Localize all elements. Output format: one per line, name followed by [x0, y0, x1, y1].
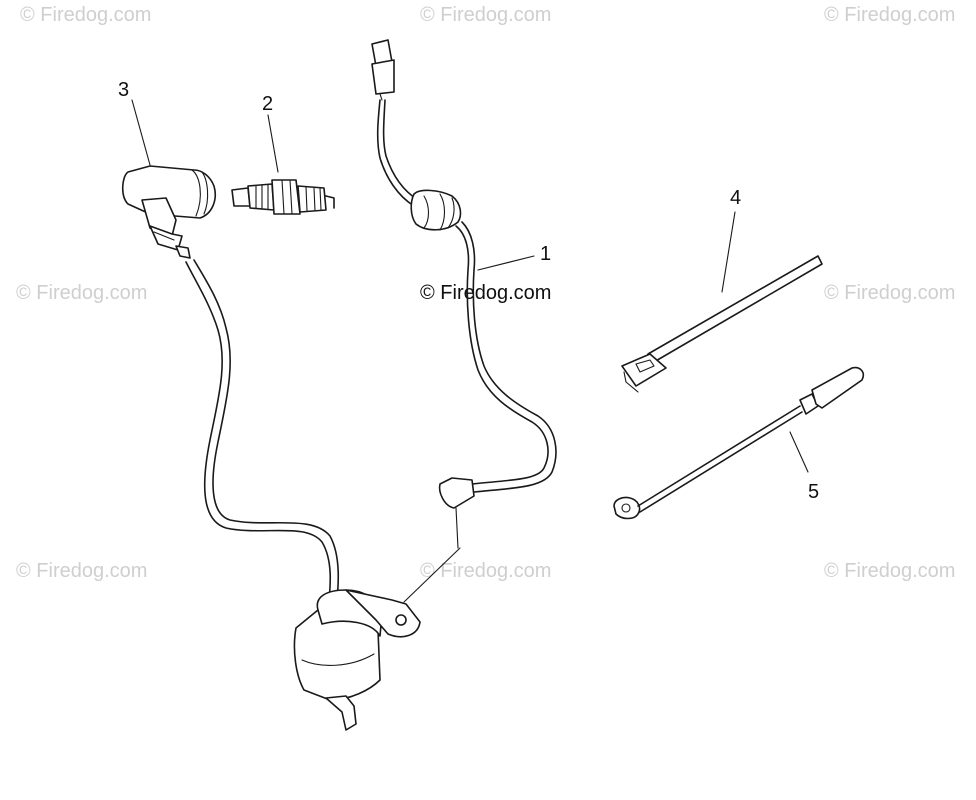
leader-line-3: [131, 99, 151, 166]
watermark-low-right: © Firedog.com: [824, 560, 956, 582]
watermark-mid-left: © Firedog.com: [16, 282, 148, 304]
callout-4: 4: [730, 187, 741, 209]
ignition-coil-wire-harness-icon: [185, 39, 557, 731]
watermark-low-left: © Firedog.com: [16, 560, 148, 582]
leader-line-1: [477, 255, 535, 271]
leader-line-1-coil: [403, 547, 461, 603]
watermark-top-center: © Firedog.com: [420, 4, 552, 26]
callout-1: 1: [540, 243, 551, 265]
callout-5: 5: [808, 481, 819, 503]
cable-tie-icon: [621, 255, 823, 393]
callout-2: 2: [262, 93, 273, 115]
watermark-top-left: © Firedog.com: [20, 4, 152, 26]
watermark-mid-right: © Firedog.com: [824, 282, 956, 304]
leader-line-2: [267, 114, 279, 173]
spark-plug-cap-icon: [121, 165, 216, 259]
leader-line-4: [721, 211, 736, 293]
watermark-low-center: © Firedog.com: [420, 560, 552, 582]
ground-lead-wire-icon: [613, 366, 865, 520]
leader-line-5: [789, 431, 809, 473]
spark-plug-icon: [231, 179, 335, 215]
callout-3: 3: [118, 79, 129, 101]
watermark-center: © Firedog.com: [420, 282, 552, 304]
watermark-top-right: © Firedog.com: [824, 4, 956, 26]
